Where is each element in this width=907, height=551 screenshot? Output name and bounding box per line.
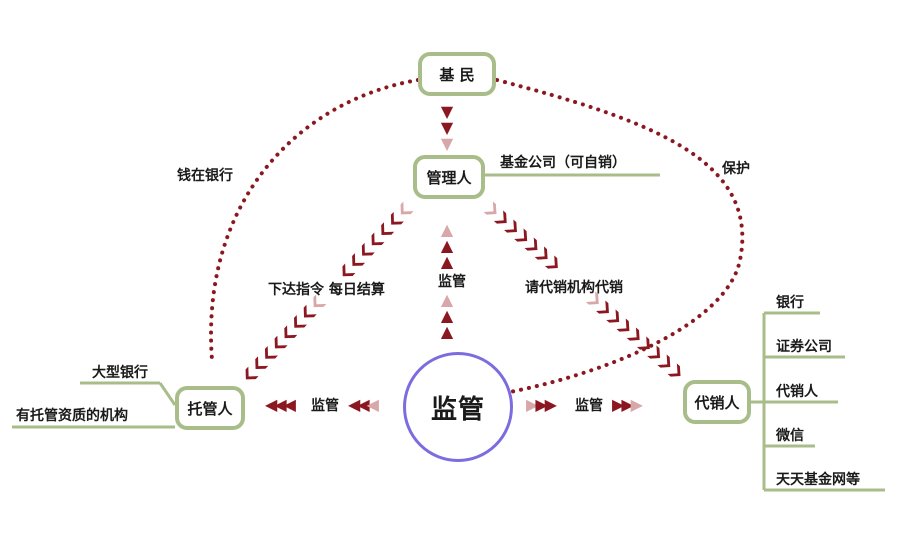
chevron-icon bbox=[371, 232, 385, 246]
chevron-icon bbox=[303, 304, 317, 318]
chevron-down-icon: ▼ bbox=[440, 102, 454, 121]
chevron-icon bbox=[514, 228, 528, 242]
chevron-up-regulator-to-manager-upper: ▲ ▲ ▲ bbox=[437, 222, 457, 270]
chevron-right-icon: ▶ bbox=[544, 395, 557, 414]
chevron-icon bbox=[616, 318, 630, 332]
chevron-up-icon: ▲ bbox=[440, 236, 454, 255]
label-instruction: 下达指令 每日结算 bbox=[268, 282, 385, 298]
chevron-icon bbox=[284, 325, 298, 339]
chevron-up-regulator-to-manager-lower: ▲ ▲ ▲ bbox=[437, 292, 457, 340]
node-custodian: 托管人 bbox=[175, 386, 245, 430]
chevron-left-icon: ◀ bbox=[274, 395, 286, 414]
chevron-icon bbox=[585, 291, 599, 305]
chevron-icon bbox=[636, 336, 650, 350]
agent-type-5: 天天基金网等 bbox=[776, 472, 860, 488]
chevron-down-investor-to-manager: ▼ ▼ ▼ bbox=[437, 104, 457, 152]
chevron-chain-manager-to-custodian bbox=[245, 201, 414, 380]
chevron-left-icon: ◀ bbox=[265, 395, 277, 414]
label-supervise-top: 监管 bbox=[438, 274, 466, 290]
chevron-up-icon: ▲ bbox=[440, 252, 454, 271]
custodian-type-2: 有托管资质的机构 bbox=[16, 408, 128, 424]
chevron-left-icon: ◀ bbox=[348, 395, 360, 414]
label-money-in-bank: 钱在银行 bbox=[177, 168, 233, 184]
chevron-icon bbox=[606, 309, 620, 323]
chevron-left-regulator-to-custodian-a: ◀◀◀ bbox=[265, 395, 296, 414]
chevron-icon bbox=[390, 211, 404, 225]
chevron-icon bbox=[245, 366, 259, 380]
chevron-icon bbox=[596, 300, 609, 314]
chevron-icon bbox=[294, 315, 307, 328]
chevron-right-icon: ▶ bbox=[535, 395, 547, 414]
custodian-type-connector-1 bbox=[158, 382, 177, 406]
agent-type-2: 证券公司 bbox=[776, 339, 832, 355]
chevron-right-icon: ▶ bbox=[630, 395, 643, 414]
chevron-up-icon: ▲ bbox=[440, 290, 454, 309]
node-agent: 代销人 bbox=[683, 380, 751, 424]
chevron-left-icon: ◀ bbox=[283, 395, 296, 414]
chevron-icon bbox=[647, 345, 661, 359]
agent-type-3: 代销人 bbox=[776, 384, 818, 400]
chevron-left-icon: ◀ bbox=[366, 395, 379, 414]
chevron-icon bbox=[534, 246, 548, 260]
chevron-icon bbox=[524, 237, 538, 251]
chevron-icon bbox=[255, 356, 269, 370]
chevron-right-icon: ▶ bbox=[526, 395, 538, 414]
chevron-up-icon: ▲ bbox=[440, 306, 454, 325]
label-supervise-left: 监管 bbox=[311, 398, 339, 414]
node-regulator: 监管 bbox=[403, 352, 513, 462]
chevron-down-icon: ▼ bbox=[440, 134, 454, 153]
chevron-up-icon: ▲ bbox=[440, 322, 454, 341]
chevron-icon bbox=[483, 201, 497, 215]
chevron-right-regulator-to-agent-b: ▶▶▶ bbox=[612, 395, 643, 414]
dotted-curve-investor-protect bbox=[495, 78, 745, 394]
chevron-icon bbox=[381, 222, 395, 235]
chevron-icon bbox=[342, 263, 356, 277]
node-investor: 基 民 bbox=[418, 52, 496, 96]
chevron-right-icon: ▶ bbox=[621, 395, 633, 414]
chevron-icon bbox=[657, 354, 671, 368]
chevron-icon bbox=[626, 327, 640, 341]
chevron-icon bbox=[493, 210, 507, 224]
node-manager: 管理人 bbox=[413, 155, 485, 199]
chevron-icon bbox=[361, 242, 375, 256]
agent-type-1: 银行 bbox=[776, 295, 804, 311]
chevron-icon bbox=[400, 201, 414, 215]
dotted-curve-investor-custodian bbox=[209, 78, 420, 362]
chevron-icon bbox=[264, 345, 278, 359]
label-protect: 保护 bbox=[722, 161, 750, 177]
chevron-chain-manager-to-agent bbox=[483, 201, 681, 377]
chevron-icon bbox=[504, 219, 517, 233]
chevron-right-regulator-to-agent-a: ▶▶▶ bbox=[526, 395, 557, 414]
chevron-left-regulator-to-custodian-b: ◀◀◀ bbox=[348, 395, 379, 414]
label-entrust-sales: 请代销机构代销 bbox=[525, 280, 623, 296]
chevron-right-icon: ▶ bbox=[612, 395, 624, 414]
custodian-type-1: 大型银行 bbox=[92, 365, 148, 381]
chevron-icon bbox=[544, 255, 558, 269]
chevron-up-icon: ▲ bbox=[440, 220, 454, 239]
chevron-down-icon: ▼ bbox=[440, 118, 454, 137]
chevron-left-icon: ◀ bbox=[357, 395, 369, 414]
chevron-icon bbox=[667, 363, 681, 377]
chevron-icon bbox=[274, 335, 288, 349]
chevron-icon bbox=[352, 253, 366, 266]
agent-type-4: 微信 bbox=[776, 428, 804, 444]
label-manager-note: 基金公司（可自销） bbox=[500, 155, 626, 171]
chevron-icon bbox=[313, 294, 327, 308]
label-supervise-right: 监管 bbox=[575, 398, 603, 414]
